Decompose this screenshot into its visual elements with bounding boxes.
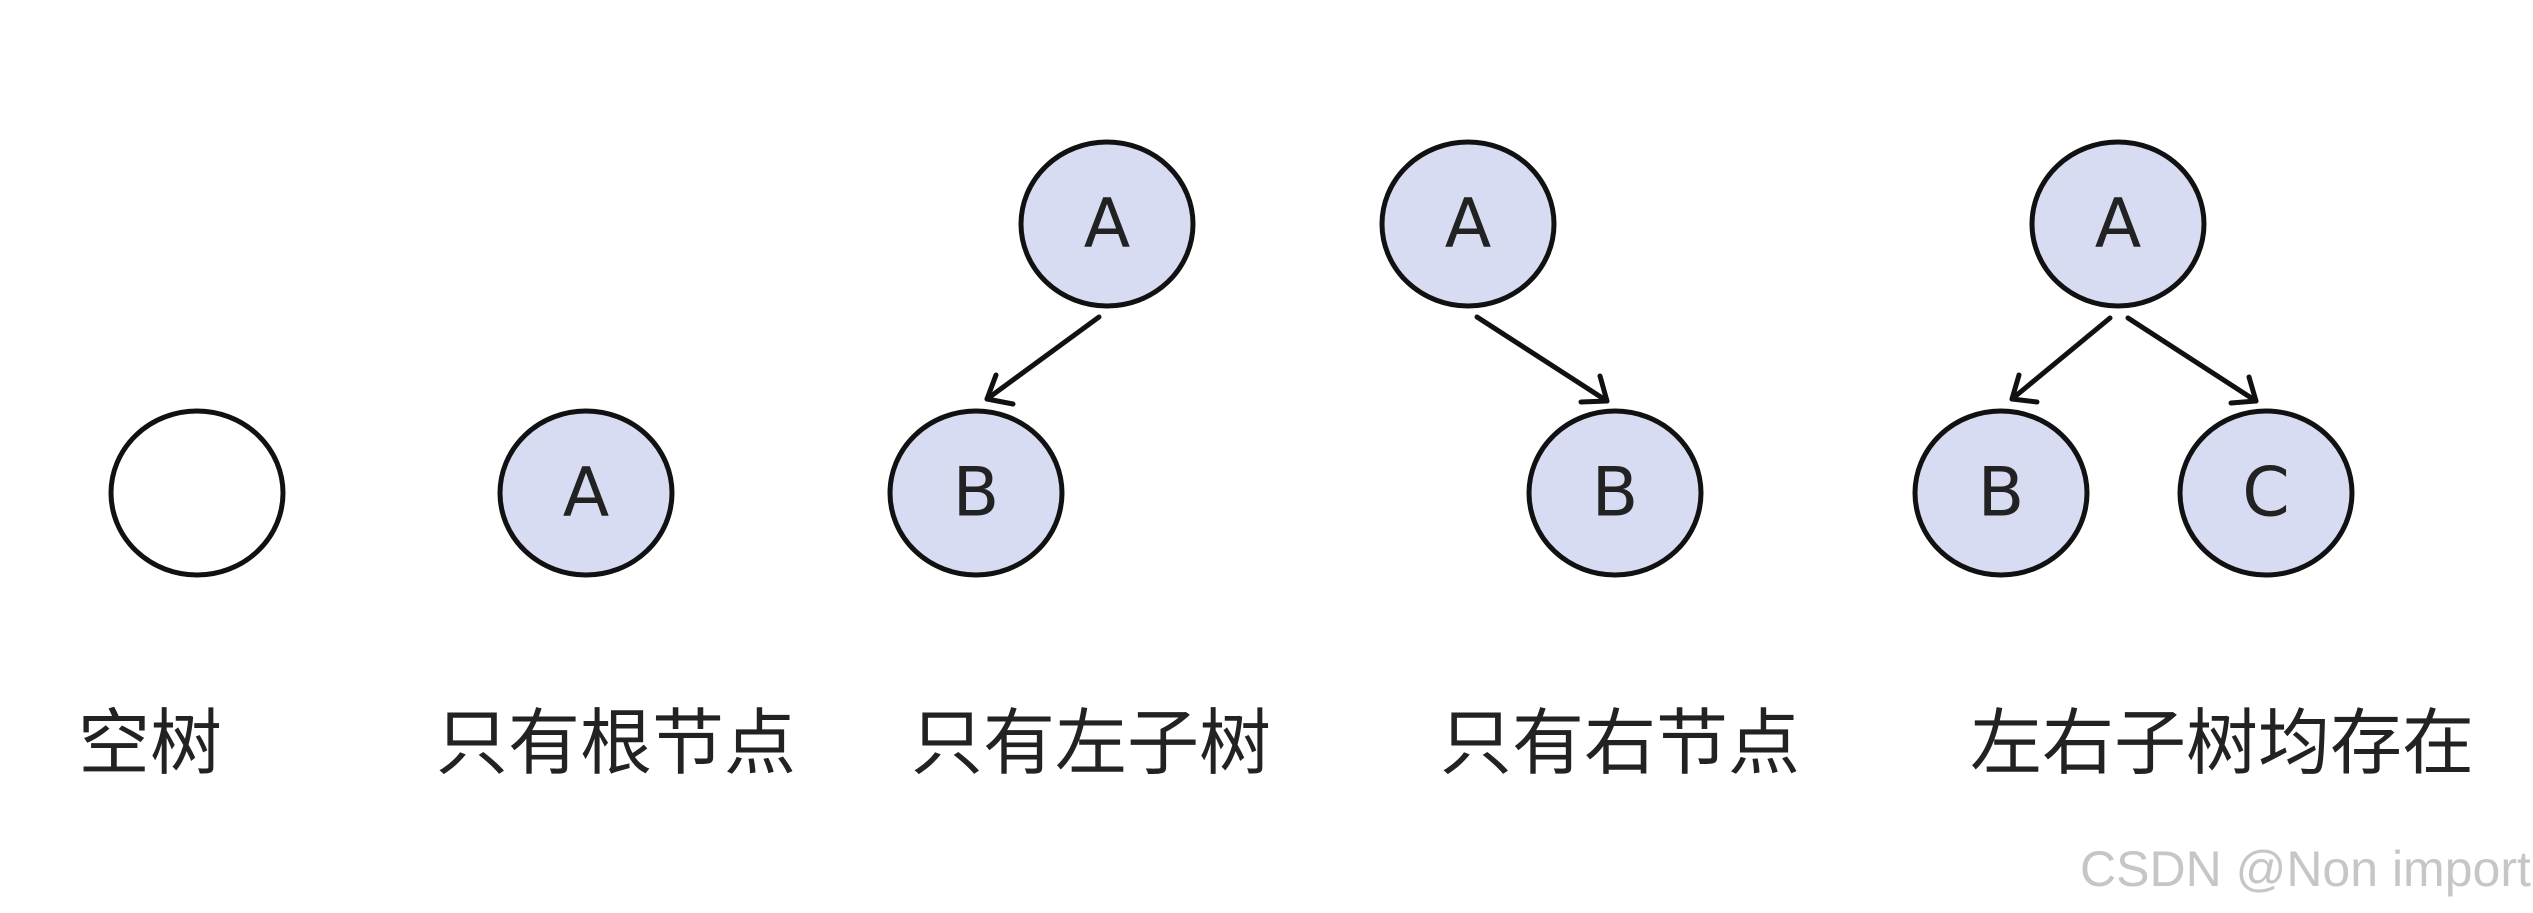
edge-a-to-b: [2009, 315, 2113, 402]
node-b-label: B: [1592, 454, 1639, 533]
arrowhead-c: [2228, 374, 2259, 406]
node-b: [1912, 408, 2090, 578]
node-a-label: A: [2095, 185, 2142, 264]
node-a-label: A: [1084, 185, 1131, 264]
empty-node: [108, 408, 286, 578]
caption-left-subtree-only: 只有左子树: [911, 701, 1271, 785]
case-empty-tree: 空树: [78, 408, 286, 785]
caption-root-only: 只有根节点: [436, 701, 796, 785]
node-a: [1018, 139, 1196, 309]
node-b: [1526, 408, 1704, 578]
node-b-label: B: [1978, 454, 2025, 533]
caption-both-subtrees: 左右子树均存在: [1970, 701, 2474, 785]
caption-empty-tree: 空树: [78, 701, 222, 785]
node-a: [497, 408, 675, 578]
node-b-label: B: [953, 454, 1000, 533]
node-a-label: A: [1445, 185, 1492, 264]
node-b: [887, 408, 1065, 578]
node-c-label: C: [2242, 454, 2289, 533]
node-c: [2177, 408, 2355, 578]
case-root-only: A 只有根节点: [436, 408, 796, 785]
arrowhead-b: [1578, 373, 1610, 405]
case-left-subtree-only: A B 只有左子树: [887, 139, 1271, 785]
case-both-subtrees: A B C 左右子树均存在: [1912, 139, 2474, 785]
arrowhead-b: [984, 372, 1016, 407]
arrowhead-b: [2009, 372, 2040, 405]
case-right-node-only: A B 只有右节点: [1379, 139, 1800, 785]
watermark: CSDN @Non importa: [2080, 841, 2533, 897]
edge-a-to-c: [2125, 315, 2259, 404]
node-a-label: A: [563, 454, 610, 533]
edge-a-to-b: [984, 314, 1102, 402]
node-a: [1379, 139, 1557, 309]
caption-right-node-only: 只有右节点: [1440, 701, 1800, 785]
edge-a-to-b: [1474, 314, 1610, 404]
node-a: [2029, 139, 2207, 309]
